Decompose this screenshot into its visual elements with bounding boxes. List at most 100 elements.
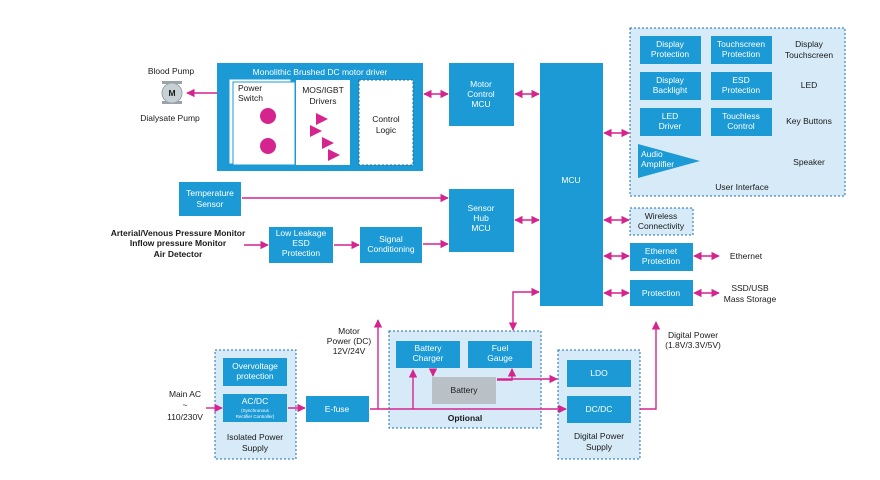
driver-triangle-icon <box>328 149 340 161</box>
display-protection-label-2: Protection <box>651 49 690 59</box>
motor-power-label-1: Motor <box>338 326 360 336</box>
isolated-power-supply: Overvoltage protection AC/DC (Synchronou… <box>214 349 297 460</box>
overvoltage-label-2: protection <box>236 371 274 381</box>
motor-symbol: M <box>168 88 175 98</box>
storage-protection-label: Protection <box>642 288 681 298</box>
ldo: LDO <box>567 360 631 387</box>
ui-label-key-buttons: Key Buttons <box>786 116 832 126</box>
pressure-inputs: Arterial/Venous Pressure Monitor Inflow … <box>111 228 246 259</box>
ethernet-protection: Ethernet Protection <box>630 243 693 271</box>
motor-icon <box>161 82 183 104</box>
touchless-control-label-1: Touchless <box>722 111 760 121</box>
transistor-icon <box>260 108 276 124</box>
ui-label-touchscreen: Touchscreen <box>785 50 833 60</box>
battery-charger: Battery Charger <box>396 341 460 368</box>
power-switch-label-1: Power <box>238 83 262 93</box>
temperature-sensor: Temperature Sensor <box>179 182 241 216</box>
mos-drivers-label-2: Drivers <box>310 96 337 106</box>
motor-driver-container: Monolithic Brushed DC motor driver Power… <box>217 63 423 171</box>
audio-amplifier-label-1: Audio <box>641 149 663 159</box>
overvoltage-protection: Overvoltage protection <box>223 358 287 386</box>
touchscreen-protection-label-1: Touchscreen <box>717 39 765 49</box>
esd-protection-label-2: Protection <box>722 85 761 95</box>
driver-triangle-icon <box>310 125 322 137</box>
battery: Battery <box>432 377 496 404</box>
pressure-input-2: Inflow pressure Monitor <box>130 238 227 248</box>
display-protection: Display Protection <box>640 36 701 64</box>
touchscreen-protection-label-2: Protection <box>722 49 761 59</box>
pump-motor: Blood Pump M Dialysate Pump <box>140 66 200 123</box>
fuel-gauge: Fuel Gauge <box>468 341 532 368</box>
optional-label: Optional <box>448 413 482 423</box>
digital-power-label: Digital Power (1.8V/3.3V/5V) <box>665 330 721 350</box>
efuse: E-fuse <box>306 396 369 422</box>
main-ac-label-1: Main AC <box>169 389 201 399</box>
led-driver: LED Driver <box>640 108 701 136</box>
sensor-hub-label-3: MCU <box>471 223 490 233</box>
efuse-label: E-fuse <box>325 404 350 414</box>
control-logic-label-2: Logic <box>376 125 397 135</box>
battery-charger-label-2: Charger <box>413 353 444 363</box>
ui-title: User Interface <box>715 182 769 192</box>
connectors <box>186 88 720 414</box>
user-interface-container: Display Protection Touchscreen Protectio… <box>629 27 846 197</box>
motor-power-label: Motor Power (DC) 12V/24V <box>327 326 372 356</box>
pressure-input-1: Arterial/Venous Pressure Monitor <box>111 228 246 238</box>
ui-label-speaker: Speaker <box>793 157 825 167</box>
digital-power-label-1: Digital Power <box>668 330 718 340</box>
ui-label-led: LED <box>801 80 818 90</box>
arrow-digital-power-up <box>640 321 661 410</box>
fuel-gauge-label-2: Gauge <box>487 353 513 363</box>
motor-mcu-label-2: Control <box>467 89 495 99</box>
low-leakage-label-2: ESD <box>292 238 309 248</box>
ssd-usb-label-1: SSD/USB <box>731 283 769 293</box>
ethernet-label: Ethernet <box>730 251 763 261</box>
amplifier-triangle-icon <box>638 144 700 178</box>
low-leakage-label-3: Protection <box>282 248 321 258</box>
signal-conditioning: Signal Conditioning <box>360 227 422 263</box>
blood-pump-label: Blood Pump <box>148 66 195 76</box>
led-driver-label-1: LED <box>662 111 679 121</box>
storage-protection: Protection <box>630 280 693 306</box>
driver-triangle-icon <box>322 137 334 149</box>
digital-title-1: Digital Power <box>574 431 624 441</box>
main-ac-label-2: ~ <box>183 400 188 410</box>
audio-amplifier-label-2: Amplifier <box>641 159 674 169</box>
display-backlight: Display Backlight <box>640 72 701 100</box>
fuel-gauge-label-1: Fuel <box>492 343 509 353</box>
motor-power-label-2: Power (DC) <box>327 336 372 346</box>
sensor-hub-label-1: Sensor <box>468 203 495 213</box>
digital-power-supply: LDO DC/DC Digital Power Supply <box>557 349 641 460</box>
mos-igbt-drivers-block: MOS/IGBT Drivers <box>296 80 350 165</box>
esd-protection-label-1: ESD <box>732 75 749 85</box>
isolated-title-2: Supply <box>242 443 269 453</box>
esd-protection: ESD Protection <box>711 72 772 100</box>
dcdc-label: DC/DC <box>586 404 613 414</box>
display-backlight-label-1: Display <box>656 75 685 85</box>
ssd-usb-label-2: Mass Storage <box>724 294 777 304</box>
wireless-connectivity: Wireless Connectivity <box>629 207 694 236</box>
control-logic-block: Control Logic <box>358 79 414 166</box>
motor-control-mcu: Motor Control MCU <box>449 63 514 126</box>
pressure-input-3: Air Detector <box>154 249 203 259</box>
low-leakage-esd-protection: Low Leakage ESD Protection <box>269 227 333 263</box>
sensor-hub-mcu: Sensor Hub MCU <box>449 189 514 252</box>
motor-mcu-label-1: Motor <box>470 79 492 89</box>
acdc-label: AC/DC <box>242 396 268 406</box>
display-backlight-label-2: Backlight <box>653 85 688 95</box>
touchless-control: Touchless Control <box>711 108 772 136</box>
ui-label-display: Display <box>795 39 824 49</box>
motor-mcu-label-3: MCU <box>471 99 490 109</box>
main-mcu: MCU <box>540 63 603 306</box>
ethernet-protection-label-1: Ethernet <box>645 246 678 256</box>
signal-cond-label-2: Conditioning <box>367 244 415 254</box>
touchless-control-label-2: Control <box>727 121 755 131</box>
temperature-label-1: Temperature <box>186 188 234 198</box>
led-driver-label-2: Driver <box>659 121 682 131</box>
motor-power-label-3: 12V/24V <box>333 346 366 356</box>
dcdc: DC/DC <box>567 396 631 423</box>
mcu-label: MCU <box>561 175 580 185</box>
isolated-title-1: Isolated Power <box>227 432 283 442</box>
transistor-icon <box>260 138 276 154</box>
